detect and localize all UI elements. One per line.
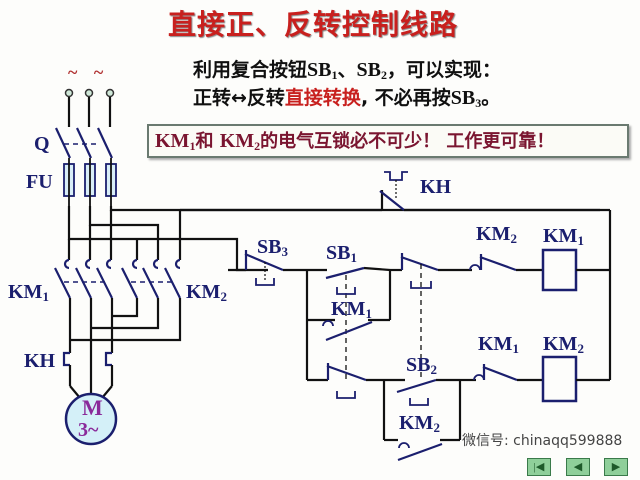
- sb1-sub: 1: [350, 250, 357, 265]
- km2-main-text: KM: [186, 281, 221, 303]
- km2-interlock-contact: [469, 254, 543, 272]
- desc-suffix: ，可以实现：: [386, 59, 501, 81]
- label-km1-interlock: KM1: [478, 333, 519, 355]
- interlock-note-box: KM1和 KM2的电气互锁必不可少！ 工作更可靠！: [147, 124, 629, 158]
- terminal-l3: [105, 88, 115, 98]
- sb2-ref-text: SB: [356, 59, 381, 81]
- motor-label: M: [82, 395, 103, 420]
- sb2-text: SB: [406, 354, 431, 376]
- note-text: 的电气互锁必不可少！ 工作更可靠！: [260, 131, 555, 152]
- sb3-ref: SB3: [451, 87, 481, 109]
- sb2-nc-top: [390, 253, 472, 380]
- label-km2-main: KM2: [186, 281, 227, 303]
- note-km1-text: KM: [155, 130, 190, 152]
- sb1-ref-text: SB: [307, 59, 332, 81]
- km1-interlock-sub: 1: [512, 341, 519, 356]
- km1-interlock-text: KM: [478, 333, 513, 355]
- sb2-ref: SB2: [357, 59, 387, 81]
- km2-main-sub: 2: [220, 289, 227, 304]
- km1-hold-text: KM: [331, 298, 366, 320]
- km1-coil-sub: 1: [577, 233, 584, 248]
- sb3-stop-button: [228, 250, 327, 286]
- nav-next-button[interactable]: ▶: [604, 458, 628, 476]
- desc-mid: , 不必再按: [360, 87, 451, 109]
- sb2-ref-sub: 2: [380, 68, 387, 82]
- main-lower-wiring: [68, 298, 182, 396]
- km1-main-text: KM: [8, 281, 43, 303]
- note-km1-sub: 1: [189, 139, 196, 153]
- sb3-ref-text: SB: [450, 87, 476, 109]
- desc-text: 利用复合按钮: [193, 59, 308, 81]
- terminal-l2: [84, 88, 94, 98]
- note-km1: KM1: [155, 130, 195, 152]
- km1-coil-text: KM: [543, 225, 578, 247]
- sb1-forward-button: [325, 266, 392, 380]
- description-line-1: 利用复合按钮SB1、SB2，可以实现：: [193, 58, 501, 82]
- km1-main-sub: 1: [42, 289, 49, 304]
- kh-control-contact: [180, 171, 612, 380]
- prev-icon: ◀: [573, 461, 583, 473]
- label-sb2: SB2: [406, 354, 437, 376]
- sb1-ref-sub: 1: [331, 68, 338, 82]
- label-km2-interlock: KM2: [476, 223, 517, 245]
- main-switch-q: [55, 127, 113, 159]
- label-kh-main: KH: [24, 350, 56, 372]
- km2-hold-contact: [384, 438, 460, 462]
- sb3-text: SB: [257, 236, 282, 258]
- km2-coil-sub: 2: [577, 341, 584, 356]
- label-sb3: SB3: [257, 236, 288, 258]
- label-km1-coil: KM1: [543, 225, 584, 247]
- fuses-fu: [63, 158, 117, 206]
- desc-suffix: 。: [481, 87, 501, 109]
- next-icon: ▶: [611, 461, 621, 473]
- sb1-nc-lower: [307, 363, 384, 399]
- sb3-sub: 3: [281, 244, 288, 259]
- description-line-2: 正转↔反转直接转换, 不必再按SB3。: [193, 86, 500, 110]
- km2-interlock-sub: 2: [510, 231, 517, 246]
- label-kh-control: KH: [420, 176, 452, 198]
- motor-phase-label: 3~: [78, 419, 99, 441]
- label-q: Q: [34, 133, 50, 155]
- km-main-contacts: [54, 258, 181, 299]
- interlock-note: KM1和 KM2的电气互锁必不可少！ 工作更可靠！: [155, 129, 554, 154]
- km2-hold-text: KM: [399, 412, 434, 434]
- km1-hold-contact: [307, 318, 390, 342]
- page-title: 直接正、反转控制线路: [168, 8, 459, 41]
- label-fu: FU: [26, 171, 53, 193]
- note-km2: KM2: [220, 130, 260, 152]
- desc-sep: 、: [337, 59, 357, 81]
- sb1-text: SB: [326, 242, 351, 264]
- km2-coil: [541, 355, 578, 403]
- km2-interlock-text: KM: [476, 223, 511, 245]
- thermal-relay-kh-main: [62, 351, 114, 399]
- km2-hold-sub: 2: [433, 420, 440, 435]
- first-icon: |◀: [533, 461, 545, 473]
- km1-hold-sub: 1: [365, 306, 372, 321]
- sb3-ref-sub: 3: [475, 96, 482, 110]
- km2-coil-text: KM: [543, 333, 578, 355]
- label-km1-main: KM1: [8, 281, 49, 303]
- watermark: 微信号: chinaqq599888: [462, 433, 623, 449]
- note-km2-sub: 2: [254, 139, 261, 153]
- terminal-l1: [64, 88, 74, 98]
- sb1-ref: SB1: [307, 59, 337, 81]
- motor-symbol: [64, 392, 118, 446]
- ac-source-symbol: ~ ~: [68, 62, 110, 82]
- label-km1-hold: KM1: [331, 298, 372, 320]
- sb2-reverse-button: [382, 378, 462, 440]
- km1-interlock-contact: [460, 364, 543, 382]
- km1-coil: [541, 248, 578, 292]
- desc-highlight: 直接转换: [284, 87, 361, 109]
- label-sb1: SB1: [326, 242, 357, 264]
- label-km2-hold: KM2: [399, 412, 440, 434]
- desc-text: 正转↔反转: [193, 87, 285, 109]
- nav-first-button[interactable]: |◀: [527, 458, 551, 476]
- note-and: 和: [195, 131, 220, 152]
- source-terminals: [64, 88, 115, 127]
- label-km2-coil: KM2: [543, 333, 584, 355]
- sb2-sub: 2: [430, 362, 437, 377]
- nav-prev-button[interactable]: ◀: [566, 458, 590, 476]
- note-km2-text: KM: [219, 130, 255, 152]
